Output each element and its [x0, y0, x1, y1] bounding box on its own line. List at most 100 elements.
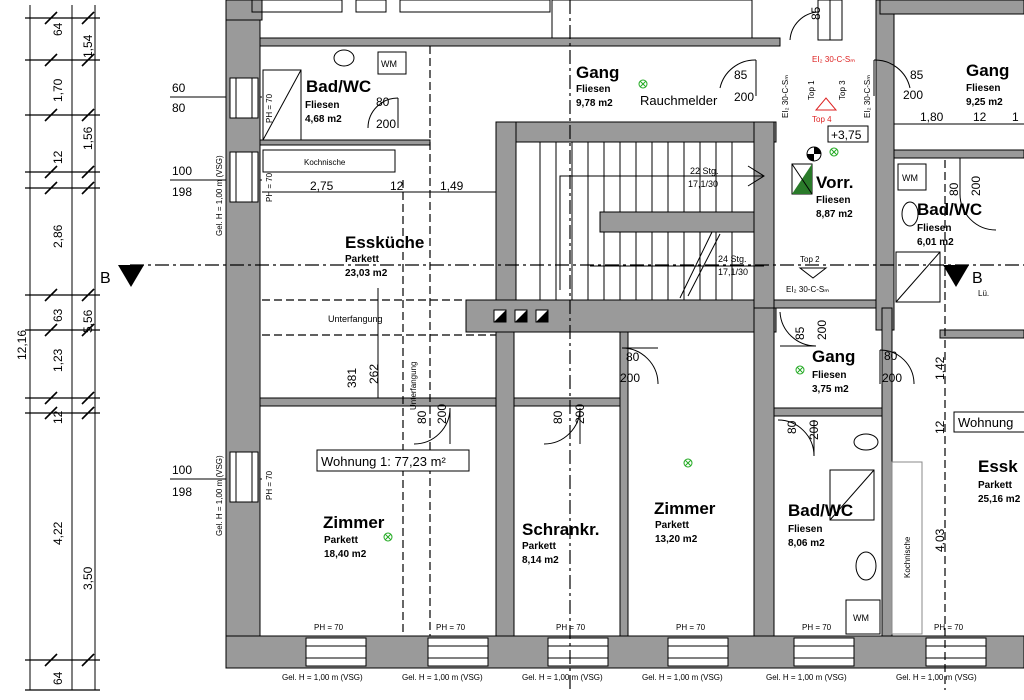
gang-3-doors: [779, 311, 915, 385]
door-dim-200-f: 200: [882, 371, 902, 385]
room-zimmer-2-name: Zimmer: [654, 499, 716, 518]
ph-bottom-4: PH = 70: [676, 623, 706, 632]
door-dim-200-b: 200: [734, 90, 754, 104]
shower-tray-2: [895, 251, 941, 303]
bad-wc-3-fixtures: [829, 433, 923, 635]
room-bad-wc-1-name: Bad/WC: [306, 77, 371, 96]
ph-bottom-6: PH = 70: [934, 623, 964, 632]
room-esskueche-2-material: Parkett: [978, 480, 1013, 491]
dim-170: 1,70: [51, 78, 65, 102]
room-bad-wc-1-area: 4,68 m2: [305, 114, 342, 125]
lower-room-doors: [413, 347, 815, 457]
stairs-lower-count: 24 Stg.: [718, 254, 747, 264]
vorr-labels: Vorr. Fliesen 8,87 m2: [816, 173, 853, 220]
gel-h-1: Gel. H = 1,00 m (VSG): [282, 673, 363, 682]
bad-wc-2-fixtures: [895, 158, 997, 303]
dim-12: 12: [390, 179, 404, 193]
door-dim-200-i: 200: [620, 371, 640, 385]
room-gang-2-name: Gang: [966, 61, 1009, 80]
gel-h-6: Gel. H = 1,00 m (VSG): [896, 673, 977, 682]
wm-label-3: WM: [853, 613, 869, 623]
door-dim-80-a: 80: [376, 95, 390, 109]
door-dim-80-d: 80: [415, 410, 429, 424]
dim-12-a: 12: [51, 150, 65, 164]
room-bad-wc-3-name: Bad/WC: [788, 501, 853, 520]
door-dim-200-a: 200: [376, 117, 396, 131]
room-bad-wc-3-area: 8,06 m2: [788, 538, 825, 549]
door-dim-80-c: 80: [884, 349, 898, 363]
dim-262: 262: [367, 364, 381, 384]
gang-3-labels: 85 200 Gang Fliesen 3,75 m2 80 200: [793, 320, 902, 395]
door-dim-200-j: 200: [807, 420, 821, 440]
kochnische-label: Kochnische: [304, 158, 346, 167]
gel-h-left-2: Gel. H = 1,00 m (VSG): [215, 455, 224, 536]
stairs-upper-dim: 17,1/30: [688, 179, 718, 189]
room-vorr-name: Vorr.: [816, 173, 853, 192]
wohnung-1-label: Wohnung 1: 77,23 m²: [321, 454, 446, 469]
dim-63: 63: [51, 308, 65, 322]
washing-machine-3: [845, 599, 881, 635]
section-b-left: B: [100, 270, 111, 287]
esskueche-dim-lines: [262, 191, 496, 398]
ei30-label-3: EI₂ 30-C-Sₘ: [786, 285, 829, 294]
dim-286: 2,86: [51, 224, 65, 248]
dimension-labels-left: 64 1,54 1,70 1,56 12 2,86 63 5,56 1,23 1…: [15, 22, 95, 685]
gel-h-4: Gel. H = 1,00 m (VSG): [642, 673, 723, 682]
dashed-lines: [130, 0, 1024, 690]
ph-bottom-1: PH = 70: [314, 623, 344, 632]
level-label: +3,75: [831, 128, 862, 142]
room-gang-3-material: Fliesen: [812, 370, 846, 381]
toilet-3: [853, 433, 879, 451]
top1-label: Top 1: [807, 80, 816, 100]
dimension-chain-left: [25, 5, 100, 691]
top4-label: Top 4: [812, 115, 832, 124]
room-vorr-material: Fliesen: [816, 195, 850, 206]
unterfangung-label-h: Unterfangung: [328, 314, 383, 324]
bad-wc-3-labels: Bad/WC Fliesen 8,06 m2 WM Kochnische: [788, 501, 912, 623]
dim-350: 3,50: [81, 566, 95, 590]
win-dim-198-a: 198: [172, 185, 192, 199]
room-bad-wc-3-material: Fliesen: [788, 524, 822, 535]
room-zimmer-2-area: 13,20 m2: [655, 534, 698, 545]
dim-12-b: 12: [51, 410, 65, 424]
gel-h-5: Gel. H = 1,00 m (VSG): [766, 673, 847, 682]
dim-556: 5,56: [81, 309, 95, 333]
kochnische-counter-2: [891, 461, 923, 635]
gang-2-labels: Gang Fliesen 9,25 m2 1,80 12 1: [920, 61, 1019, 124]
ph-label-zimmer1: PH = 70: [265, 470, 274, 500]
room-zimmer-2-material: Parkett: [655, 520, 690, 531]
door-swing-bad-1: [367, 97, 399, 129]
esskueche-labels: 2,75 12 1,49 Essküche Parkett 23,03 m2 U…: [310, 179, 464, 410]
dim-180: 1,80: [920, 110, 944, 124]
door-dim-80-b: 80: [947, 182, 961, 196]
bad-wc-1-fixtures: [262, 49, 407, 173]
room-bad-wc-1-material: Fliesen: [305, 100, 339, 111]
dim-403: 4,03: [933, 528, 947, 552]
washing-machine-2: [897, 163, 927, 191]
ph-labels-bottom: PH = 70 PH = 70 PH = 70 PH = 70 PH = 70 …: [314, 623, 964, 632]
wohnung-right-label: Wohnung: [958, 415, 1013, 430]
room-schrankr-material: Parkett: [522, 541, 557, 552]
esskueche-2-labels: Wohnung Essk Parkett 25,16 m2 4,03 1,42 …: [933, 356, 1021, 552]
dim-1216: 12,16: [15, 330, 29, 360]
dim-149: 1,49: [440, 179, 464, 193]
room-gang-3-area: 3,75 m2: [812, 384, 849, 395]
kochnische-label-2: Kochnische: [903, 536, 912, 578]
ei30-label-red: EI₂ 30-C-Sₘ: [812, 55, 855, 64]
shower-tray-1: [262, 69, 302, 141]
room-gang-1-area: 9,78 m2: [576, 98, 613, 109]
dim-156: 1,56: [81, 126, 95, 150]
door-dim-200-d: 200: [969, 176, 983, 196]
window-dims-left: 60 80 100 198 100 198: [172, 81, 192, 499]
ph-bottom-2: PH = 70: [436, 623, 466, 632]
room-zimmer-1-area: 18,40 m2: [324, 549, 367, 560]
room-bad-wc-2-material: Fliesen: [917, 223, 951, 234]
zimmer-1-labels: Zimmer Parkett 18,40 m2 PH = 70: [265, 470, 385, 560]
fire-door-labels: EI₂ 30-C-Sₘ Top 1 Top 3 EI₂ 30-C-Sₘ EI₂ …: [781, 55, 872, 294]
dim-64-bottom: 64: [51, 671, 65, 685]
gel-h-labels-left: Gel. H = 1,00 m (VSG) Gel. H = 1,00 m (V…: [215, 155, 224, 536]
wohnung-1-box: [316, 449, 470, 472]
room-gang-1-name: Gang: [576, 63, 619, 82]
top2-label: Top 2: [800, 255, 820, 264]
